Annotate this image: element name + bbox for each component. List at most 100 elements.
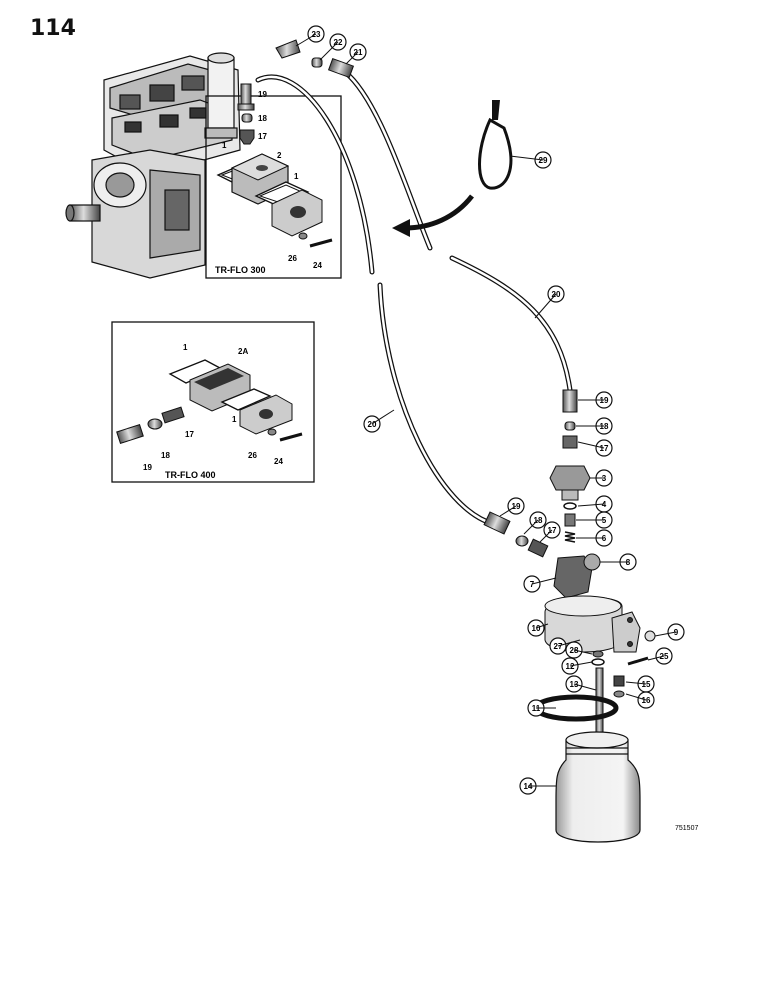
gasket-1-lower-b bbox=[220, 388, 272, 411]
right-ferrule-18 bbox=[564, 421, 576, 431]
o-ring-12 bbox=[591, 658, 605, 666]
gasket-1b bbox=[254, 181, 310, 207]
leader-line-c15 bbox=[625, 681, 647, 685]
leader-line-c7 bbox=[531, 577, 557, 585]
figure-code: 751507 bbox=[675, 825, 698, 832]
callout-number: 23 bbox=[312, 30, 321, 39]
leader-line-c16 bbox=[625, 693, 647, 701]
tube-20-lower bbox=[377, 282, 497, 527]
leader-line-c22 bbox=[319, 41, 339, 61]
bolt-24 bbox=[309, 238, 333, 248]
callout-number: 25 bbox=[660, 652, 669, 661]
valve-body-3 bbox=[549, 465, 591, 501]
inset-label-26: 26 bbox=[288, 254, 297, 263]
tube-21-upper bbox=[342, 69, 433, 251]
fitting-15 bbox=[613, 675, 625, 687]
tr-flo-300-title: TR-FLO 300 bbox=[215, 265, 266, 275]
leader-line-c17b bbox=[539, 529, 553, 543]
ferrule-18 bbox=[241, 113, 253, 123]
callout-number: 8 bbox=[626, 558, 631, 567]
inset-label-2: 2 bbox=[277, 151, 282, 160]
plug-9 bbox=[644, 630, 656, 642]
leader-line-c9 bbox=[654, 631, 677, 637]
direction-arrow bbox=[392, 194, 474, 237]
tube-20-right bbox=[449, 255, 573, 393]
callout-number: 4 bbox=[602, 500, 607, 509]
callout-number: 17 bbox=[600, 444, 609, 453]
callout-number: 18 bbox=[600, 422, 609, 431]
callout-number: 27 bbox=[554, 642, 563, 651]
inset-label-18: 18 bbox=[258, 114, 267, 123]
tr-flo-300-inset: TR-FLO 300 19 18 17 1 2 1 26 24 bbox=[205, 83, 342, 279]
callout-number: 20 bbox=[368, 420, 377, 429]
left-connector-17 bbox=[527, 538, 549, 558]
ferrule-18-lower bbox=[147, 418, 163, 430]
page-number: 114 bbox=[30, 16, 76, 41]
washer-28 bbox=[592, 650, 604, 658]
inset-label-1-lower: 1 bbox=[183, 343, 188, 352]
callout-number: 18 bbox=[534, 516, 543, 525]
leader-line-c18b bbox=[523, 519, 539, 535]
callout-number: 22 bbox=[334, 38, 343, 47]
plug-8 bbox=[583, 553, 601, 571]
bolt-25 bbox=[627, 656, 649, 666]
tube-20-upper bbox=[255, 74, 375, 275]
o-ring-4 bbox=[563, 502, 577, 510]
right-nut-19 bbox=[562, 389, 578, 413]
leader-line-c23 bbox=[295, 33, 317, 47]
inset-label-1a: 1 bbox=[222, 141, 227, 150]
leader-line-c4 bbox=[577, 503, 605, 507]
tr-flo-400-title: TR-FLO 400 bbox=[165, 470, 216, 480]
inset-label-2a: 2A bbox=[238, 347, 248, 356]
glass-jar-14 bbox=[555, 731, 641, 843]
valve-5 bbox=[564, 513, 576, 527]
callout-number: 7 bbox=[530, 580, 535, 589]
washer-26-lower bbox=[267, 428, 277, 436]
callout-number: 19 bbox=[512, 502, 521, 511]
callout-number: 3 bbox=[602, 474, 607, 483]
ferrule-22 bbox=[311, 57, 323, 68]
leader-line-c20a bbox=[534, 293, 557, 319]
inset-label-1-lower-b: 1 bbox=[232, 415, 237, 424]
callout-number: 20 bbox=[552, 290, 561, 299]
air-compressor bbox=[65, 52, 241, 279]
callout-number: 16 bbox=[642, 696, 651, 705]
connector-17 bbox=[239, 129, 255, 145]
inset-label-24: 24 bbox=[313, 261, 322, 270]
washer-26 bbox=[298, 232, 308, 240]
washer-16 bbox=[613, 690, 625, 698]
callout-number: 19 bbox=[600, 396, 609, 405]
nut-19-lower bbox=[116, 423, 144, 445]
callout-number: 15 bbox=[642, 680, 651, 689]
leader-line-c17a bbox=[577, 441, 605, 449]
callout-number: 17 bbox=[548, 526, 557, 535]
left-nut-19 bbox=[483, 511, 511, 535]
leader-line-c20b bbox=[371, 409, 395, 425]
bolt-24-lower bbox=[279, 432, 303, 442]
callout-number: 6 bbox=[602, 534, 607, 543]
inset-label-19: 19 bbox=[258, 90, 267, 99]
leader-line-c28 bbox=[573, 649, 593, 655]
leader-line-c12 bbox=[569, 661, 593, 667]
right-connector-17 bbox=[562, 435, 578, 449]
inset-label-26-lower: 26 bbox=[248, 451, 257, 460]
inset-label-17: 17 bbox=[258, 132, 267, 141]
callout-number: 21 bbox=[354, 48, 363, 57]
leader-line-c25 bbox=[647, 655, 665, 661]
callout-number: 29 bbox=[539, 156, 548, 165]
tr-flo-400-inset: TR-FLO 400 1 2A 1 17 19 18 26 24 bbox=[111, 321, 315, 483]
inset-label-24-lower: 24 bbox=[274, 457, 283, 466]
callout-number: 12 bbox=[566, 662, 575, 671]
nut-21 bbox=[327, 57, 355, 79]
fitting-17-lower bbox=[161, 406, 185, 424]
inset-label-17-lower: 17 bbox=[185, 430, 194, 439]
leader-line-c10 bbox=[535, 623, 549, 629]
filter-housing bbox=[544, 553, 641, 653]
spring-6 bbox=[564, 531, 576, 543]
leader-line-c21 bbox=[345, 51, 359, 65]
leader-line-c29 bbox=[509, 155, 544, 161]
inset-label-19-lower: 19 bbox=[143, 463, 152, 472]
left-ferrule-18 bbox=[515, 535, 529, 547]
inset-label-1b: 1 bbox=[294, 172, 299, 181]
